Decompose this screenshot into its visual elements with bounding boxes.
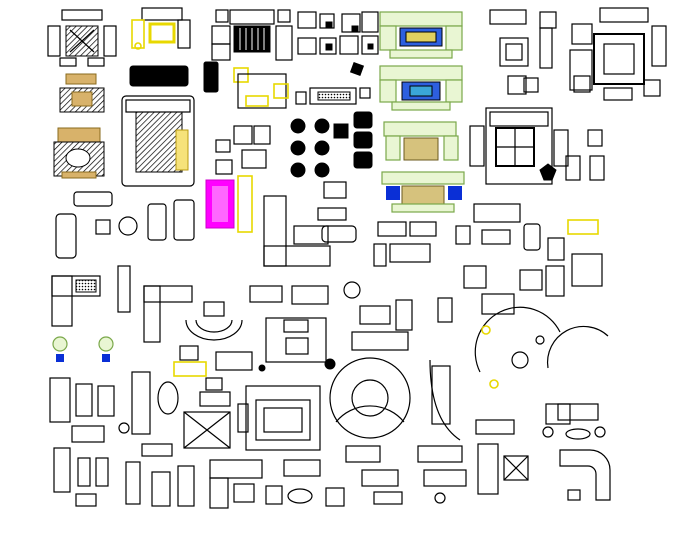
living-room-set-1 (47, 9, 117, 67)
sofa-unit (215, 351, 266, 372)
potted-plants (52, 336, 114, 362)
ottoman-black (203, 61, 219, 93)
sofa-and-tables-right (455, 203, 599, 261)
chairs-dark (353, 111, 373, 169)
living-room-set-8 (237, 385, 321, 451)
sofa-set-green-2 (379, 65, 463, 111)
small-table (179, 345, 199, 361)
rug-set-tan (59, 73, 105, 113)
bottom-row-left (53, 447, 109, 507)
curved-sofa-right (429, 359, 461, 441)
sofa-set-green-3 (383, 121, 459, 161)
corner-sofa-mid (143, 285, 193, 343)
bottom-row-center (209, 459, 345, 509)
living-room-set-yellow-2 (233, 67, 289, 109)
rug-set-tan-2 (53, 127, 105, 179)
side-chairs (539, 129, 605, 181)
corner-sofa-left (51, 275, 101, 327)
sofa-group-center (147, 175, 253, 241)
sofa-group-mid-right (351, 299, 413, 351)
chairs-column (215, 125, 271, 175)
bench-dotted (117, 265, 131, 313)
sofa-yellow (173, 361, 207, 377)
sofa-set-bottom-left (49, 377, 130, 443)
dining-chairs-black (290, 118, 349, 199)
armchairs-right-cluster (437, 253, 603, 323)
armchair-pair (507, 75, 539, 95)
sofa-side (131, 371, 179, 435)
l-shape-sofa (263, 195, 357, 267)
living-room-set-5 (469, 107, 569, 185)
semi-circle-sofa (185, 301, 243, 341)
sofa-black (129, 65, 189, 87)
living-room-set-3 (211, 9, 293, 61)
sofa-pair-left (55, 191, 138, 259)
living-room-set-6 (265, 317, 336, 370)
corner-sofa-large (121, 95, 195, 187)
sofa-set-2 (489, 9, 557, 69)
circular-seating (329, 357, 411, 439)
living-room-set-7 (183, 377, 231, 449)
sofa-pair-mid (249, 281, 361, 305)
armchair-group-1 (297, 11, 337, 55)
living-room-set-2-yellow (131, 7, 191, 50)
sofa-set-green-1 (379, 11, 463, 59)
semicircle-sofas-far-right (474, 306, 609, 389)
sofa-set-right-bottom (475, 403, 606, 440)
bottom-row-right (345, 443, 611, 505)
chair-row (373, 221, 437, 267)
living-room-set-4 (569, 7, 667, 101)
bottom-row-sofas (125, 443, 195, 507)
armchair-group-2 (339, 11, 379, 55)
sofa-set-green-4 (381, 171, 465, 213)
sofa-with-side-tables (295, 61, 371, 105)
